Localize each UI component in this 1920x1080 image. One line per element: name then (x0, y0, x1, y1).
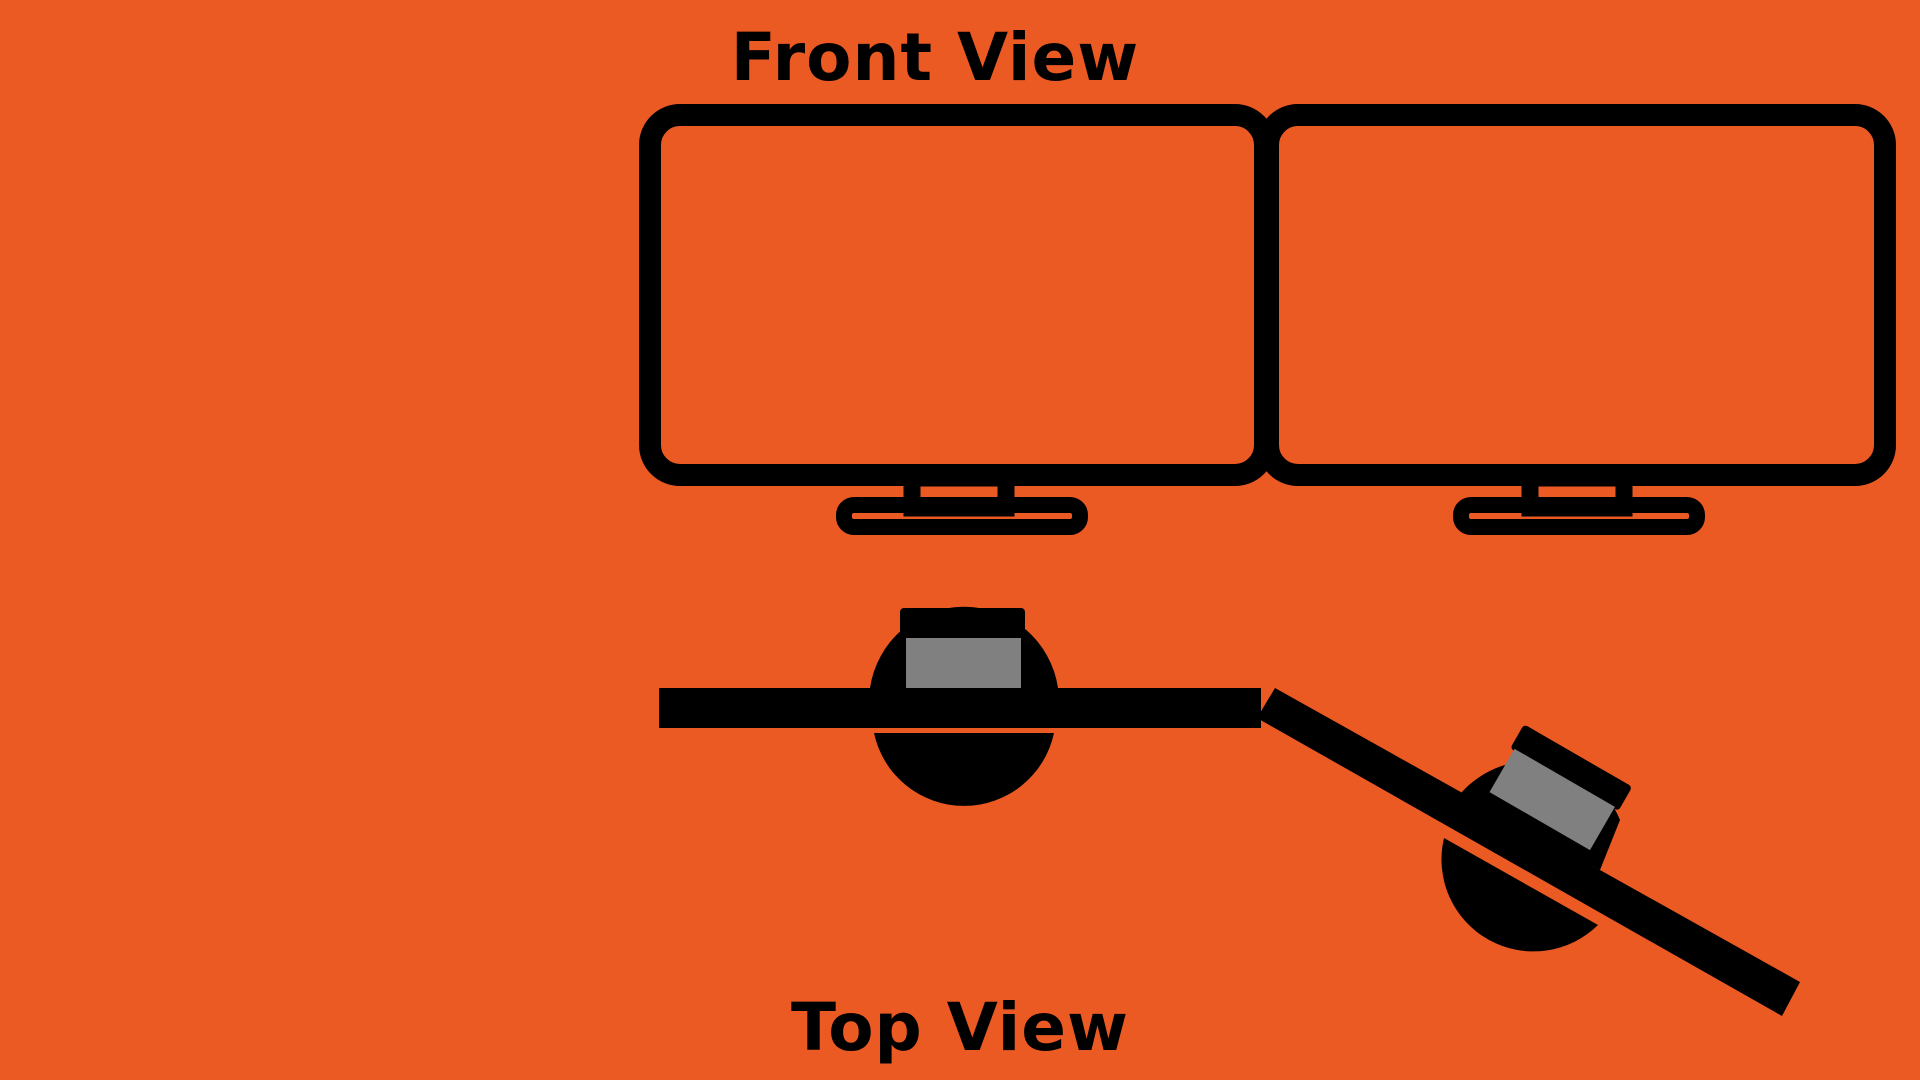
top-right-stand-front (1441, 838, 1598, 952)
front-left-monitor (639, 104, 1276, 535)
front-right-monitor-frame (1257, 104, 1896, 486)
top-view-title: Top View (791, 989, 1129, 1066)
top-right-monitor-panel (1257, 688, 1800, 1016)
front-right-monitor (1257, 104, 1896, 535)
front-left-monitor-frame (639, 104, 1276, 486)
front-right-monitor-base (1453, 497, 1705, 535)
top-left-stand-front (874, 733, 1054, 806)
top-left-stand-insert (906, 638, 1021, 688)
top-right-stand-insert (1489, 748, 1615, 851)
front-left-monitor-base (836, 497, 1088, 535)
top-right-monitor (1257, 688, 1800, 1016)
front-view-title: Front View (731, 19, 1140, 96)
top-right-stand-clamp (1511, 725, 1631, 810)
top-left-stand-clamp (900, 608, 1025, 636)
top-left-monitor-panel (659, 688, 1261, 728)
top-left-monitor (659, 606, 1261, 806)
